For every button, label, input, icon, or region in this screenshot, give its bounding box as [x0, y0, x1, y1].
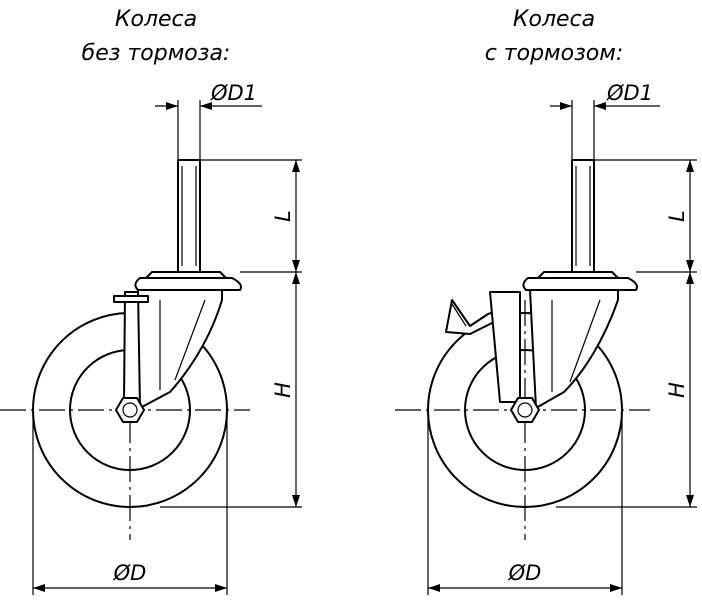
stem-length-label: L [271, 210, 295, 222]
axle-nut [115, 397, 145, 423]
fork-edge [569, 299, 601, 383]
wheel-diameter-label: ØD [113, 561, 147, 585]
fork-body [529, 289, 619, 409]
title-line-2: без тормоза: [82, 41, 231, 66]
brake-lever-edge [451, 303, 467, 327]
height-label: H [665, 382, 689, 398]
stem-diameter-label: ØD1 [210, 81, 257, 105]
stem-length-label: L [665, 210, 689, 222]
threaded-stem [571, 159, 595, 273]
wheel-rim [464, 349, 586, 471]
swivel-plate [522, 277, 638, 291]
caster-without-brake: Колеса без тормоза: ØD1 [0, 7, 302, 595]
axle [517, 402, 533, 418]
fork-edge [174, 299, 206, 381]
fork-arm [489, 291, 521, 403]
axle [122, 402, 138, 418]
stem-diameter-label: ØD1 [606, 81, 653, 105]
threaded-stem [177, 159, 201, 273]
title-line-2: с тормозом: [485, 41, 624, 66]
caster-with-brake: Колеса с тормозом: ØD1 [395, 7, 697, 595]
axle-nut [510, 397, 540, 423]
swivel-plate [134, 277, 242, 291]
height-label: H [271, 382, 295, 398]
title-line-1: Колеса [513, 7, 595, 32]
wheel-diameter-label: ØD [508, 561, 542, 585]
title-line-1: Колеса [115, 7, 197, 32]
pedal-plate [113, 295, 149, 303]
fork-body [137, 289, 223, 409]
